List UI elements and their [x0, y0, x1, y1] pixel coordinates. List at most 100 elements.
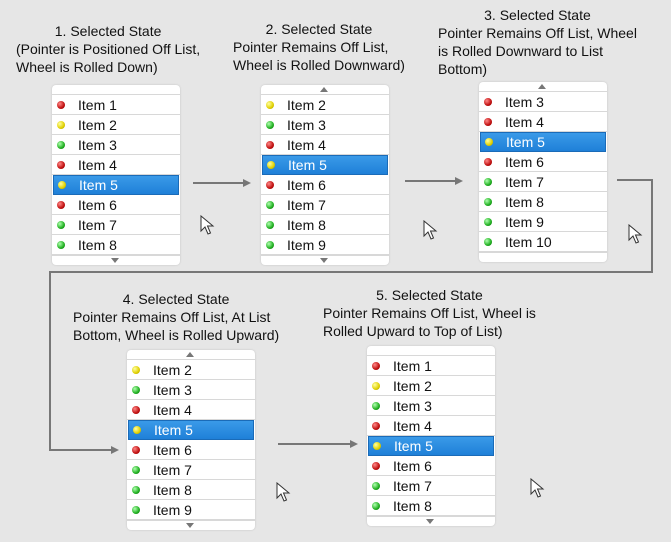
title-line: Pointer Remains Off List,: [233, 39, 389, 55]
status-green-dot-icon: [132, 485, 140, 494]
scroll-up-area[interactable]: [261, 85, 389, 95]
status-yellow-dot-icon: [57, 120, 65, 129]
status-red-dot-icon: [57, 160, 65, 169]
list-item[interactable]: Item 7: [52, 215, 180, 235]
title-line: 1. Selected State: [54, 23, 162, 39]
list-item-selected[interactable]: Item 5: [480, 132, 606, 152]
list-item-label: Item 6: [287, 176, 326, 193]
list-item[interactable]: Item 3: [367, 396, 495, 416]
status-yellow-dot-icon: [485, 138, 493, 146]
list-item[interactable]: Item 1: [367, 356, 495, 376]
list-item[interactable]: Item 1: [52, 95, 180, 115]
scroll-down-arrow-icon[interactable]: [111, 258, 119, 263]
scroll-down-arrow-icon[interactable]: [320, 258, 328, 263]
list-item[interactable]: Item 10: [479, 232, 607, 252]
list-item[interactable]: Item 7: [367, 476, 495, 496]
scroll-down-area[interactable]: [261, 255, 389, 265]
scroll-down-area[interactable]: [367, 516, 495, 526]
list-item-label: Item 7: [505, 173, 544, 190]
scroll-down-arrow-icon[interactable]: [186, 523, 194, 528]
scroll-down-area[interactable]: [127, 520, 255, 530]
list-item[interactable]: Item 4: [261, 135, 389, 155]
list-item[interactable]: Item 2: [127, 360, 255, 380]
status-green-dot-icon: [484, 177, 492, 186]
list-item-label: Item 1: [393, 357, 432, 374]
list-item[interactable]: Item 3: [52, 135, 180, 155]
list-item-selected[interactable]: Item 5: [128, 420, 254, 440]
list-item-label: Item 2: [287, 96, 326, 113]
list-item[interactable]: Item 6: [261, 175, 389, 195]
list-item[interactable]: Item 2: [52, 115, 180, 135]
status-green-dot-icon: [266, 200, 274, 209]
scroll-down-arrow-icon[interactable]: [426, 519, 434, 524]
scroll-down-area[interactable]: [52, 255, 180, 265]
scroll-up-arrow-icon[interactable]: [320, 87, 328, 92]
list-item[interactable]: Item 3: [261, 115, 389, 135]
list-item[interactable]: Item 9: [261, 235, 389, 255]
scroll-down-area: [479, 252, 607, 262]
status-red-dot-icon: [57, 100, 65, 109]
list-item[interactable]: Item 7: [479, 172, 607, 192]
list-item[interactable]: Item 8: [127, 480, 255, 500]
scroll-up-area[interactable]: [127, 350, 255, 360]
status-green-dot-icon: [484, 217, 492, 226]
scroll-up-arrow-icon[interactable]: [186, 352, 194, 357]
list-item[interactable]: Item 4: [52, 155, 180, 175]
list-item-label: Item 7: [78, 216, 117, 233]
list-item[interactable]: Item 3: [479, 92, 607, 112]
list-item[interactable]: Item 6: [127, 440, 255, 460]
list-item[interactable]: Item 6: [367, 456, 495, 476]
list-item-label: Item 6: [393, 457, 432, 474]
flow-connector-3-4-down: [49, 271, 51, 451]
list-item[interactable]: Item 4: [367, 416, 495, 436]
list-item[interactable]: Item 2: [261, 95, 389, 115]
list-item-label: Item 8: [393, 497, 432, 514]
list-item[interactable]: Item 4: [479, 112, 607, 132]
list-item-selected[interactable]: Item 5: [368, 436, 494, 456]
list-item[interactable]: Item 8: [261, 215, 389, 235]
list-item-label: Item 3: [153, 381, 192, 398]
flow-arrow-2-3: [405, 180, 455, 182]
status-red-dot-icon: [484, 157, 492, 166]
scroll-up-area[interactable]: [479, 82, 607, 92]
status-green-dot-icon: [266, 240, 274, 249]
flow-connector-3-4-vertical: [651, 179, 653, 273]
list-item[interactable]: Item 9: [479, 212, 607, 232]
status-red-dot-icon: [266, 180, 274, 189]
list-item[interactable]: Item 6: [52, 195, 180, 215]
list-item[interactable]: Item 8: [479, 192, 607, 212]
list-item[interactable]: Item 3: [127, 380, 255, 400]
list-item[interactable]: Item 6: [479, 152, 607, 172]
status-yellow-dot-icon: [132, 365, 140, 374]
list-item[interactable]: Item 9: [127, 500, 255, 520]
list-item-label: Item 7: [287, 196, 326, 213]
list-item[interactable]: Item 4: [127, 400, 255, 420]
list-item[interactable]: Item 8: [367, 496, 495, 516]
scroll-up-area: [367, 346, 495, 356]
arrowhead-icon: [243, 179, 251, 187]
list-item-label: Item 3: [287, 116, 326, 133]
list-item-selected[interactable]: Item 5: [53, 175, 179, 195]
list-item-label: Item 10: [505, 233, 552, 250]
status-red-dot-icon: [372, 361, 380, 370]
status-green-dot-icon: [372, 481, 380, 490]
list-item-selected[interactable]: Item 5: [262, 155, 388, 175]
status-red-dot-icon: [484, 97, 492, 106]
title-line: (Pointer is Positioned Off List,: [16, 41, 201, 57]
list-item-label: Item 4: [393, 417, 432, 434]
title-line: 3. Selected State: [484, 7, 591, 23]
scroll-up-arrow-icon[interactable]: [538, 84, 546, 89]
list-item[interactable]: Item 7: [127, 460, 255, 480]
title-line: Pointer Remains Off List, Wheel: [438, 25, 637, 41]
list-item[interactable]: Item 2: [367, 376, 495, 396]
list-item[interactable]: Item 8: [52, 235, 180, 255]
list-item[interactable]: Item 7: [261, 195, 389, 215]
